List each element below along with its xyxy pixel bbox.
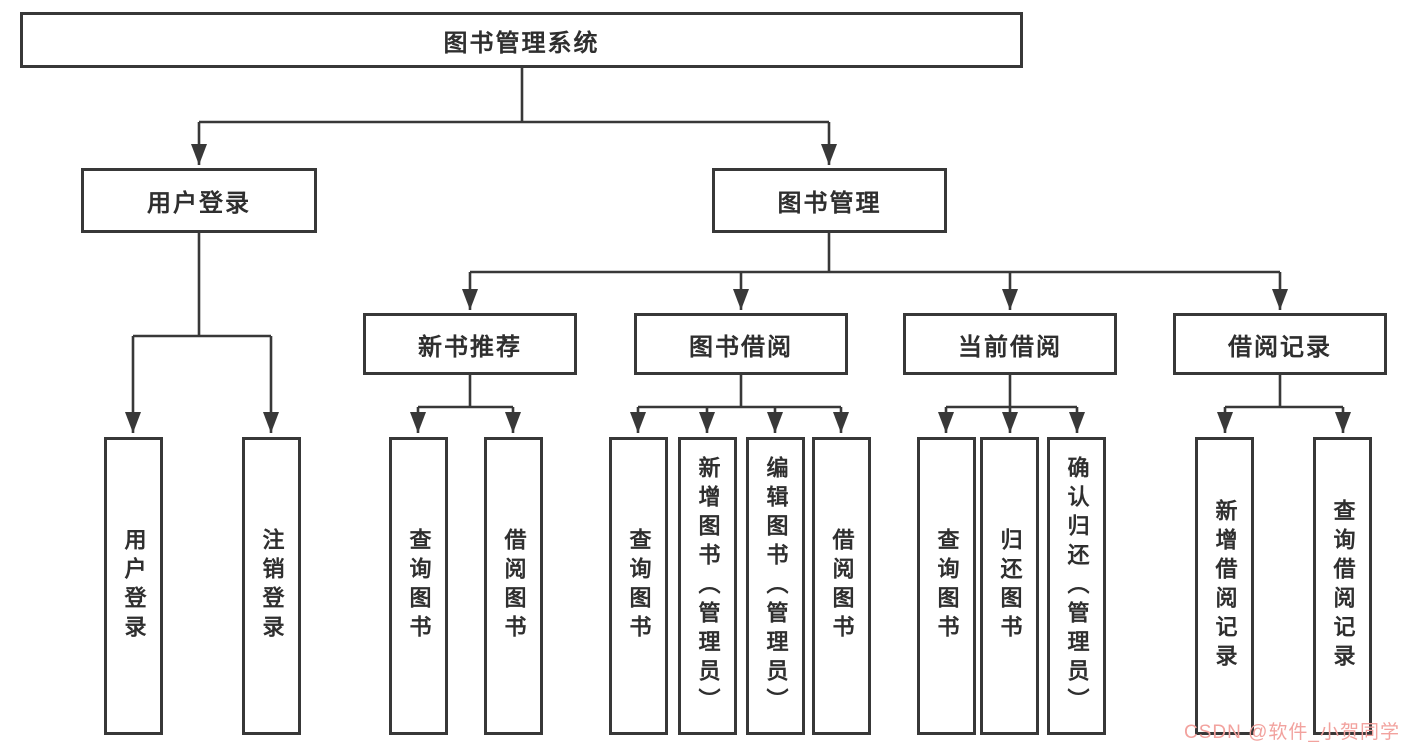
node-leaf-logout: 注销登录 (242, 437, 301, 735)
node-bb-edit-book-admin: 编辑图书（管理员） (746, 437, 805, 735)
node-br-query-record: 查询借阅记录 (1313, 437, 1372, 735)
node-root: 图书管理系统 (20, 12, 1023, 68)
node-user-login: 用户登录 (81, 168, 317, 233)
node-rec-query-book: 查询图书 (389, 437, 448, 735)
node-leaf-user-login: 用户登录 (104, 437, 163, 735)
node-bb-query-book: 查询图书 (609, 437, 668, 735)
node-bb-add-book-admin: 新增图书（管理员） (678, 437, 737, 735)
node-br-add-record: 新增借阅记录 (1195, 437, 1254, 735)
node-cb-query-book: 查询图书 (917, 437, 976, 735)
node-cb-confirm-return-admin: 确认归还（管理员） (1047, 437, 1106, 735)
node-new-book-recommend: 新书推荐 (363, 313, 577, 375)
node-book-borrowing: 图书借阅 (634, 313, 848, 375)
tree-edges (125, 68, 1351, 433)
node-bb-borrow-book: 借阅图书 (812, 437, 871, 735)
node-borrowing-records: 借阅记录 (1173, 313, 1387, 375)
csdn-watermark: CSDN @软件_小贺同学 (1184, 722, 1400, 743)
node-rec-borrow-book: 借阅图书 (484, 437, 543, 735)
node-book-management: 图书管理 (712, 168, 947, 233)
node-current-borrowing: 当前借阅 (903, 313, 1117, 375)
node-cb-return-book: 归还图书 (980, 437, 1039, 735)
